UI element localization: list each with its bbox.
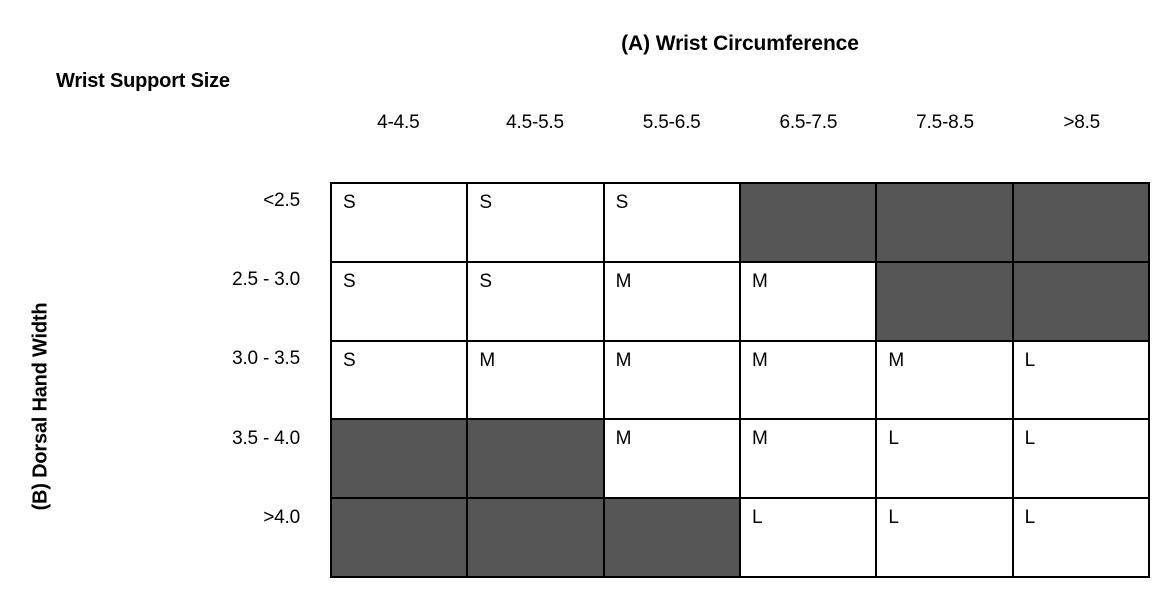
matrix-cell: M xyxy=(877,341,1014,421)
matrix-cell: M xyxy=(740,341,878,421)
matrix-cell xyxy=(468,499,605,578)
row-label: 3.0 - 3.5 xyxy=(232,348,300,370)
row-axis-title: (B) Dorsal Hand Width xyxy=(29,302,52,511)
column-header: 4-4.5 xyxy=(377,112,420,133)
matrix-cell: S xyxy=(468,262,605,342)
matrix-cell xyxy=(877,262,1014,342)
matrix-cell xyxy=(468,420,605,500)
matrix-cell xyxy=(1013,184,1150,263)
matrix-cell: L xyxy=(1013,499,1150,578)
matrix-cell: L xyxy=(1013,341,1150,421)
matrix-cell: M xyxy=(740,262,878,342)
matrix-cell: L xyxy=(877,420,1014,500)
legend-title-wrist-support-size: Wrist Support Size xyxy=(56,70,230,92)
matrix-cell xyxy=(604,499,741,578)
matrix-cell: M xyxy=(604,262,741,342)
matrix-cell: M xyxy=(604,341,741,421)
matrix-cell: S xyxy=(468,184,605,263)
matrix-cell xyxy=(1013,262,1150,342)
column-header-row: 4-4.5 4.5-5.5 5.5-6.5 6.5-7.5 7.5-8.5 >8… xyxy=(330,112,1150,134)
matrix-cell: S xyxy=(604,184,741,263)
matrix-cell: L xyxy=(1013,420,1150,500)
matrix-cell xyxy=(740,184,878,263)
matrix-cell: M xyxy=(740,420,878,500)
column-header: 7.5-8.5 xyxy=(916,112,974,133)
matrix-cell: S xyxy=(332,262,469,342)
matrix-cell: S xyxy=(332,341,469,421)
matrix-cell: S xyxy=(332,184,469,263)
matrix-cell xyxy=(332,420,469,500)
row-label: 2.5 - 3.0 xyxy=(232,269,300,291)
row-label-column: <2.5 2.5 - 3.0 3.0 - 3.5 3.5 - 4.0 >4.0 xyxy=(120,182,310,578)
row-label: 3.5 - 4.0 xyxy=(232,427,300,449)
column-axis-title: (A) Wrist Circumference xyxy=(621,32,859,55)
column-header: 4.5-5.5 xyxy=(506,112,564,133)
row-label: <2.5 xyxy=(263,190,300,211)
matrix-cell: M xyxy=(604,420,741,500)
matrix-cell: M xyxy=(468,341,605,421)
matrix-cell: L xyxy=(877,499,1014,578)
matrix-cell: L xyxy=(740,499,878,578)
sizing-matrix-grid: S S S S S M M S M M M M L M M L L L L L xyxy=(330,182,1150,578)
matrix-cell xyxy=(332,499,469,578)
matrix-cell xyxy=(877,184,1014,263)
column-header: 5.5-6.5 xyxy=(642,112,701,133)
column-header: 6.5-7.5 xyxy=(779,112,838,133)
row-label: >4.0 xyxy=(263,506,300,528)
column-header: >8.5 xyxy=(1063,112,1101,133)
